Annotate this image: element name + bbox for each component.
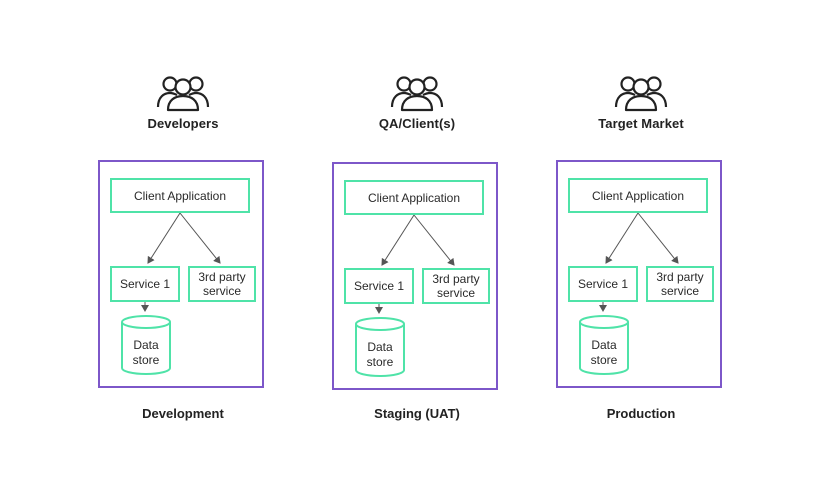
environment-box: Client Application Service 1 3rd party s… <box>332 162 498 390</box>
data-store-label: Data store <box>578 338 630 368</box>
data-store-label-line2: store <box>132 353 160 367</box>
third-party-label-line1: 3rd party <box>432 272 480 286</box>
database-cylinder-icon <box>121 315 171 375</box>
third-party-service-node: 3rd party service <box>188 266 256 302</box>
third-party-label-line2: service <box>436 286 475 300</box>
third-party-label-line2: service <box>202 284 241 298</box>
audience-label: Developers <box>147 116 219 131</box>
audience-label: Target Market <box>598 116 684 131</box>
audience-label: QA/Client(s) <box>378 116 456 131</box>
service-1-node: Service 1 <box>568 266 638 302</box>
service-1-node: Service 1 <box>344 268 414 304</box>
data-store-label-line1: Data <box>367 340 393 354</box>
data-store-node: Data store <box>120 314 172 376</box>
data-store-label: Data store <box>120 338 172 368</box>
data-store-label-line1: Data <box>133 338 159 352</box>
client-application-node: Client Application <box>344 180 484 215</box>
environment-column-staging: QA/Client(s) Client Application Service … <box>332 0 502 500</box>
data-store-node: Data store <box>354 316 406 378</box>
third-party-service-node: 3rd party service <box>422 268 490 304</box>
data-store-label-line2: store <box>366 355 394 369</box>
environment-column-development: Developers Client Application Service 1 … <box>98 0 268 500</box>
data-store-node: Data store <box>578 314 630 376</box>
database-cylinder-icon <box>579 315 629 375</box>
data-store-label-line1: Data <box>591 338 617 352</box>
third-party-label-line1: 3rd party <box>198 270 246 284</box>
environment-box: Client Application Service 1 3rd party s… <box>98 160 264 388</box>
service-1-node: Service 1 <box>110 266 180 302</box>
environment-column-production: Target Market Client Application Service… <box>556 0 726 500</box>
third-party-label-line2: service <box>660 284 699 298</box>
client-application-node: Client Application <box>568 178 708 213</box>
environment-name: Production <box>606 406 676 421</box>
people-group-icon <box>390 76 444 112</box>
people-group-icon <box>156 76 210 112</box>
client-application-node: Client Application <box>110 178 250 213</box>
environment-name: Staging (UAT) <box>374 406 460 421</box>
environment-box: Client Application Service 1 3rd party s… <box>556 160 722 388</box>
data-store-label-line2: store <box>590 353 618 367</box>
environment-name: Development <box>142 406 224 421</box>
data-store-label: Data store <box>354 340 406 370</box>
third-party-service-node: 3rd party service <box>646 266 714 302</box>
third-party-label-line1: 3rd party <box>656 270 704 284</box>
people-group-icon <box>614 76 668 112</box>
database-cylinder-icon <box>355 317 405 377</box>
